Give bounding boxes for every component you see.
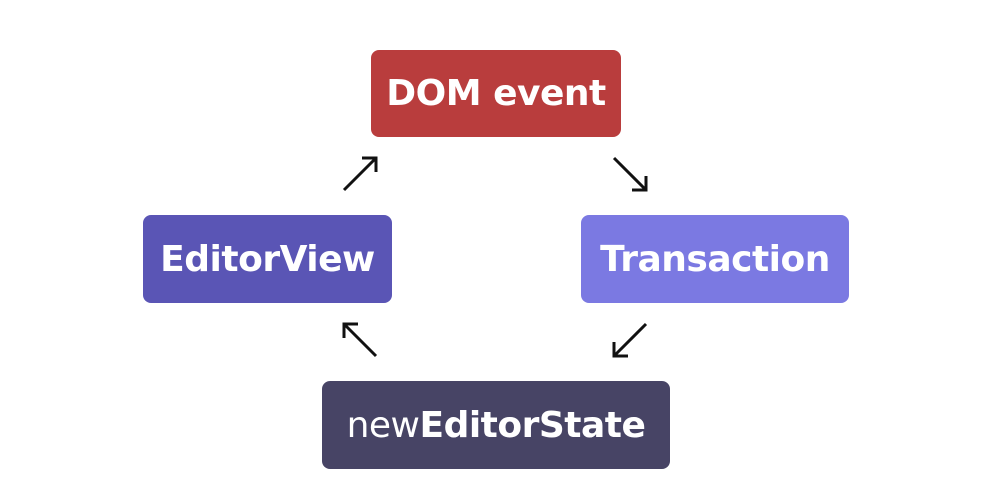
transaction-label: Transaction xyxy=(600,238,830,280)
editor-view-label: EditorView xyxy=(160,238,375,280)
arrow-transaction-to-state-icon xyxy=(612,322,648,358)
arrow-dom-to-transaction-icon xyxy=(612,156,648,192)
arrow-state-to-view-icon xyxy=(342,322,378,358)
new-editor-state-prefix: new xyxy=(346,404,420,446)
new-editor-state-node: new EditorState xyxy=(322,381,670,469)
transaction-node: Transaction xyxy=(581,215,849,303)
dom-event-node: DOM event xyxy=(371,50,621,137)
new-editor-state-label: EditorState xyxy=(419,404,646,446)
editor-view-node: EditorView xyxy=(143,215,392,303)
arrow-view-to-dom-icon xyxy=(342,156,378,192)
dom-event-label: DOM event xyxy=(386,73,606,114)
